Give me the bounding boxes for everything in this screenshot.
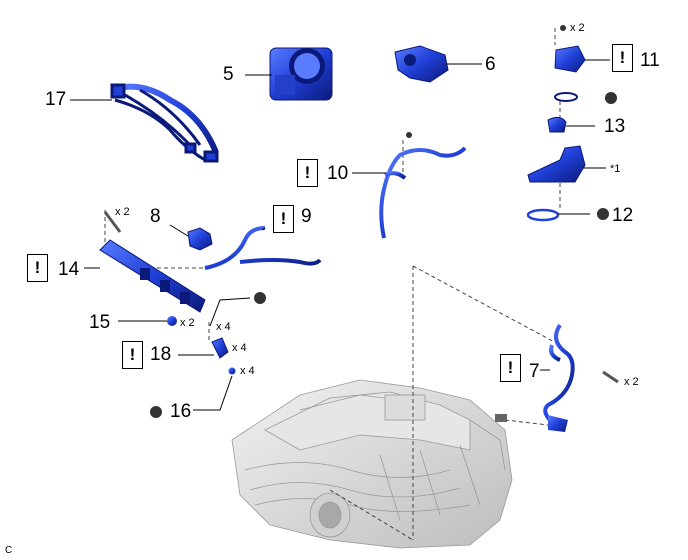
warning-box-11: ! [612, 44, 633, 72]
part-11 [554, 25, 586, 73]
dashed-leaders [104, 28, 561, 541]
gasket-12 [526, 208, 560, 222]
bolt-14 [103, 211, 122, 233]
callout-6: 6 [485, 54, 496, 75]
hose-10 [379, 146, 467, 239]
warning-box-18: ! [122, 341, 143, 369]
warning-box-14: ! [27, 254, 48, 282]
non-reusable-dot-16 [150, 406, 162, 418]
part-15 [167, 316, 177, 326]
callout-15: 15 [89, 312, 111, 333]
callout-14: 14 [58, 259, 80, 280]
part-7-bracket [548, 415, 568, 432]
callout-11: 11 [640, 50, 660, 71]
callout-12: 12 [612, 205, 634, 226]
callout-10: 10 [327, 163, 349, 184]
qty-bolt-11: x 2 [570, 22, 585, 34]
wire-harness-17 [110, 83, 219, 163]
throttle-body-5 [269, 47, 333, 101]
non-reusable-dot-seal [254, 292, 266, 304]
callout-17: 17 [45, 89, 67, 110]
non-reusable-dot-oring [605, 92, 617, 104]
non-reusable-dot-12 [597, 208, 609, 220]
injector-18 [211, 337, 229, 359]
ring-16 [228, 367, 236, 375]
pipe-7 [543, 323, 575, 427]
callout-13: 13 [604, 116, 626, 137]
bolt-7 [602, 370, 619, 384]
qty-seal: x 4 [216, 321, 231, 333]
qty-injector-18: x 4 [232, 342, 247, 354]
warning-box-10: ! [297, 159, 318, 187]
qty-part-15: x 2 [180, 317, 195, 329]
qty-ring-16: x 4 [240, 365, 255, 377]
engine-illustration [231, 379, 513, 549]
warning-box-9: ! [273, 205, 294, 233]
callout-9: 9 [301, 206, 312, 227]
part-13 [547, 116, 567, 133]
figure-code: C [5, 545, 13, 556]
bracket [527, 145, 586, 183]
pipe-9 [204, 226, 322, 270]
fuel-rail-14 [99, 239, 206, 313]
callout-18: 18 [150, 344, 172, 365]
callout-7: 7 [529, 361, 540, 382]
qty-bolt-7: x 2 [624, 376, 639, 388]
bolt-7b [495, 414, 507, 422]
callout-8: 8 [150, 206, 161, 227]
qty-bolt-14: x 2 [115, 206, 130, 218]
o-ring [554, 92, 578, 102]
note-marker: *1 [610, 163, 621, 175]
leader-lines [70, 59, 610, 411]
callout-16: 16 [170, 401, 192, 422]
part-6 [394, 45, 449, 83]
warning-box-7: ! [500, 354, 521, 382]
callout-5: 5 [223, 64, 234, 85]
part-8 [187, 227, 213, 251]
